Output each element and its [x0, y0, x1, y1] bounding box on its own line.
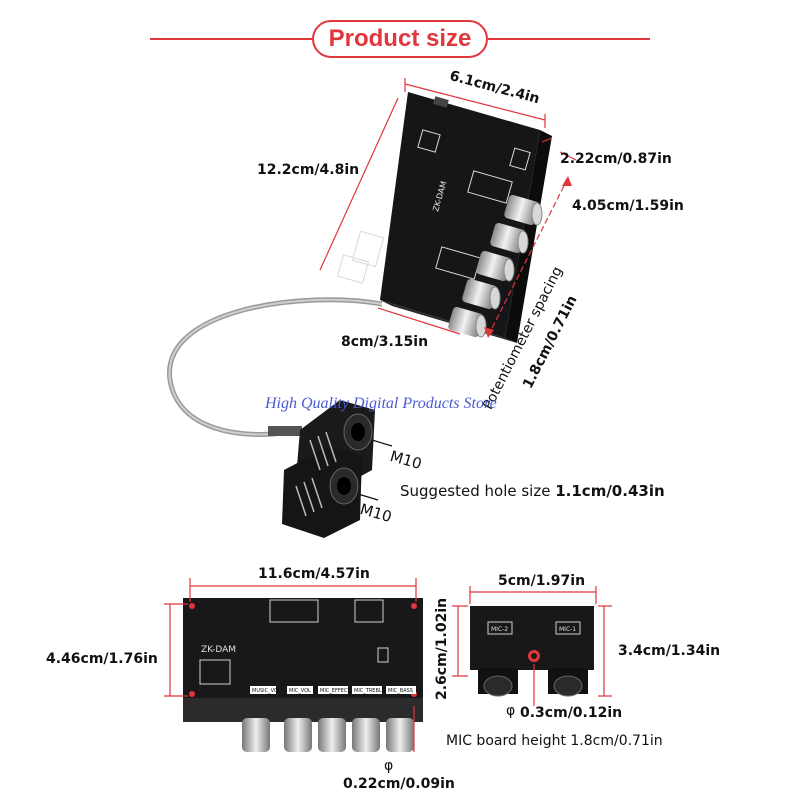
top-board-edge: [505, 130, 552, 343]
top-length-label: 12.2cm/4.8in: [257, 162, 360, 178]
top-board: ZK-DAM: [319, 78, 577, 343]
knob-label-2: MIC_VOL: [289, 688, 311, 694]
top-connector: [433, 96, 449, 108]
bottom-width-label: 11.6cm/4.57in: [258, 566, 370, 582]
bottom-knob-5: [386, 718, 414, 752]
mic-board-height-label: MIC board height 1.8cm/0.71in: [446, 733, 663, 749]
mic-jack-assembly: [282, 400, 393, 538]
bottom-dimension-lines: [164, 578, 417, 752]
top-knob-2: [490, 223, 529, 254]
hole-size-note: Suggested hole size 1.1cm/0.43in: [400, 482, 665, 500]
bottom-height-label: 4.46cm/1.76in: [46, 651, 158, 667]
mic-dimension-lines: [452, 586, 612, 706]
knob-label-1: MUSIC_VOL: [252, 688, 281, 694]
bottom-knob-2: [284, 718, 312, 752]
hole-size-note-value: 1.1cm/0.43in: [555, 482, 665, 500]
top-depth-label: 8cm/3.15in: [341, 334, 429, 350]
knob-label-3: MIC_EFFECT: [320, 688, 351, 694]
top-dimension-lines: [319, 78, 577, 337]
mic-hole-diameter-label: 0.3cm/0.12in: [520, 705, 623, 721]
top-knob-1: [504, 195, 543, 226]
hole-size-note-text: Suggested hole size: [400, 482, 551, 500]
knob-diameter-phi: φ: [384, 758, 394, 774]
top-knob-span-label: 4.05cm/1.59in: [572, 198, 684, 214]
top-knob-5: [448, 307, 487, 338]
bottom-knob-1: [242, 718, 270, 752]
top-height-label: 2.22cm/0.87in: [560, 151, 672, 167]
knob-span-arrow-top: [562, 176, 572, 186]
mic-jack-label-1: MIC-2: [491, 626, 508, 633]
cable-highlight: [168, 298, 383, 436]
mic-right-height-label: 3.4cm/1.34in: [618, 643, 721, 659]
mic-hole-phi: φ: [506, 703, 516, 719]
bottom-board-model: ZK-DAM: [201, 645, 236, 655]
bottom-knobs: [242, 718, 414, 752]
mic-width-label: 5cm/1.97in: [498, 573, 586, 589]
store-watermark: High Quality Digital Products Store: [265, 395, 497, 412]
title-line-right: [488, 38, 650, 40]
knob-label-5: MIC_BASS: [388, 688, 413, 694]
page-title: Product size: [312, 20, 488, 58]
knob-span-arrow-bottom: [484, 327, 494, 338]
knob-label-4: MIC_TREBLE: [354, 688, 385, 694]
page-title-text: Product size: [328, 25, 472, 52]
bottom-board: ZK-DAM MUSIC_VOL MIC_VOL MIC_EFFECT MIC_…: [164, 578, 423, 752]
mic-left-height-label: 2.6cm/1.02in: [434, 597, 450, 700]
title-line-left: [150, 38, 312, 40]
bottom-knob-3: [318, 718, 346, 752]
bottom-knob-4: [352, 718, 380, 752]
mic-jack-label-2: MIC-1: [559, 626, 576, 633]
top-knob-3: [476, 251, 515, 282]
top-knobs: [448, 195, 543, 338]
top-knob-4: [462, 279, 501, 310]
mic-board: MIC-2 MIC-1: [452, 586, 612, 706]
knob-diameter-label: 0.22cm/0.09in: [343, 776, 455, 792]
cable-plug: [268, 426, 302, 436]
